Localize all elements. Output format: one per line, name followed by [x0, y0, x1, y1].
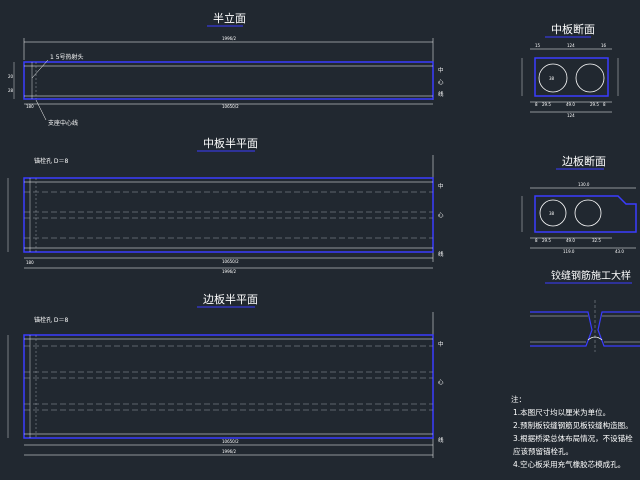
- hinge-left-plate: [530, 311, 593, 347]
- hollow-core-right: [575, 63, 605, 93]
- note-item: 4.空心板采用充气橡胶芯模成孔。: [513, 459, 625, 469]
- edge-plan-dim-2: 1996/2: [222, 449, 237, 454]
- center-mark: 线: [438, 250, 444, 258]
- mid-plan-anchor-label: 锚栓孔 D＝8: [34, 157, 69, 165]
- edge-section-sub-dim: 119.0: [563, 249, 575, 254]
- leader-line: [35, 99, 47, 121]
- note-item: 1.本图尺寸均以厘米为单位。: [513, 407, 610, 417]
- mid-section-top-dim-2: 16: [601, 43, 607, 48]
- note-item: 2.预制板铰缝钢筋见板铰缝构造图。: [513, 420, 633, 430]
- edge-plan-dim-1: 10650/2: [222, 439, 239, 444]
- center-mark: 中: [438, 66, 444, 74]
- mid-plan-outline: [23, 177, 434, 253]
- center-mark: 线: [438, 90, 444, 98]
- center-mark: 线: [438, 436, 444, 444]
- hinge-rebar: [587, 336, 603, 341]
- hollow-core-left: [539, 199, 567, 227]
- center-mark: 中: [438, 182, 444, 190]
- mid-section-bottom-dim-4: 8: [603, 102, 606, 107]
- mid-section-top-dim-0: 15: [535, 43, 541, 48]
- mid-plate-section-view: 中板断面 15 124 16 38 8 29.5 49.0 29.5 8 124: [521, 22, 619, 118]
- edge-section-bottom-dim-0: 8: [535, 238, 538, 243]
- elevation-bottom-dim: 10650/2: [222, 104, 239, 109]
- elevation-beam-outline: [23, 61, 434, 100]
- mid-section-bottom-dim-1: 29.5: [542, 102, 551, 107]
- hinge-detail-title: 铰缝钢筋施工大样: [551, 269, 631, 282]
- mid-section-top-dim-1: 124: [567, 43, 575, 48]
- center-mark: 心: [438, 212, 444, 219]
- mid-plate-half-plan-view: 中板半平面 锚栓孔 D＝8 180 10650/2 1996/2 中 心 线: [7, 136, 444, 274]
- mid-plan-title: 中板半平面: [203, 136, 258, 150]
- mid-section-bottom-dim-3: 29.5: [590, 102, 599, 107]
- edge-section-title: 边板断面: [562, 154, 606, 168]
- hollow-core-left: [538, 63, 568, 93]
- center-mark: 中: [438, 340, 444, 348]
- mid-section-bottom-dim-2: 49.0: [566, 102, 575, 107]
- edge-section-right-dim: 43.0: [615, 249, 624, 254]
- half-elevation-view: 半立面 1996/2 20 28 1 5号热射头 180 10650/2 支座中…: [8, 11, 444, 127]
- mid-plan-dim-2: 1996/2: [222, 269, 237, 274]
- mid-section-title: 中板断面: [551, 22, 595, 36]
- edge-section-top-dim: 130.0: [578, 182, 590, 187]
- mid-section-hole-dia: 38: [549, 76, 555, 81]
- edge-plan-outline: [23, 334, 434, 439]
- edge-section-bottom-dim-1: 29.5: [542, 238, 551, 243]
- elevation-left-dim: 180: [26, 104, 34, 109]
- hinge-right-plate: [597, 311, 640, 347]
- rebar-label: 1 5号热射头: [50, 53, 84, 61]
- note-item: 3.根据桥梁总体布局情况，不设锚栓: [513, 433, 633, 443]
- mid-plan-dim-1: 10650/2: [222, 259, 239, 264]
- center-mark: 心: [438, 379, 444, 386]
- hinge-detail-view: 铰缝钢筋施工大样: [530, 269, 640, 352]
- edge-section-bottom-dim-3: 32.5: [592, 238, 601, 243]
- edge-plan-anchor-label: 锚栓孔 D＝8: [34, 316, 69, 324]
- edge-plan-title: 边板半平面: [203, 292, 258, 306]
- mid-plan-left-dim: 180: [26, 260, 34, 265]
- edge-plate-half-plan-view: 边板半平面 锚栓孔 D＝8 10650/2 1996/2 中 心 线: [7, 292, 444, 458]
- left-side-dim-0: 20: [8, 74, 14, 79]
- notes-heading: 注：: [511, 394, 526, 404]
- edge-plate-section-view: 边板断面 130.0 38 8 29.5 49.0 32.5 119.0 43.…: [521, 154, 637, 254]
- edge-section-bottom-dim-2: 49.0: [566, 238, 575, 243]
- note-item: 应该预留锚栓孔。: [513, 446, 573, 456]
- left-side-dim-1: 28: [8, 88, 14, 93]
- hollow-core-right: [574, 199, 602, 227]
- edge-section-hole-dia: 38: [549, 211, 555, 216]
- center-mark: 心: [438, 79, 444, 86]
- mid-section-bottom-dim-0: 8: [535, 102, 538, 107]
- edge-section-outline: [534, 195, 637, 233]
- leader-line: [31, 59, 49, 79]
- mid-section-outline: [534, 57, 609, 97]
- notes-block: 注： 1.本图尺寸均以厘米为单位。 2.预制板铰缝钢筋见板铰缝构造图。 3.根据…: [511, 394, 633, 469]
- half-elevation-title: 半立面: [213, 11, 246, 25]
- support-label: 支座中心线: [48, 119, 78, 127]
- mid-section-total-width: 124: [567, 113, 575, 118]
- elevation-top-dim: 1996/2: [222, 36, 237, 41]
